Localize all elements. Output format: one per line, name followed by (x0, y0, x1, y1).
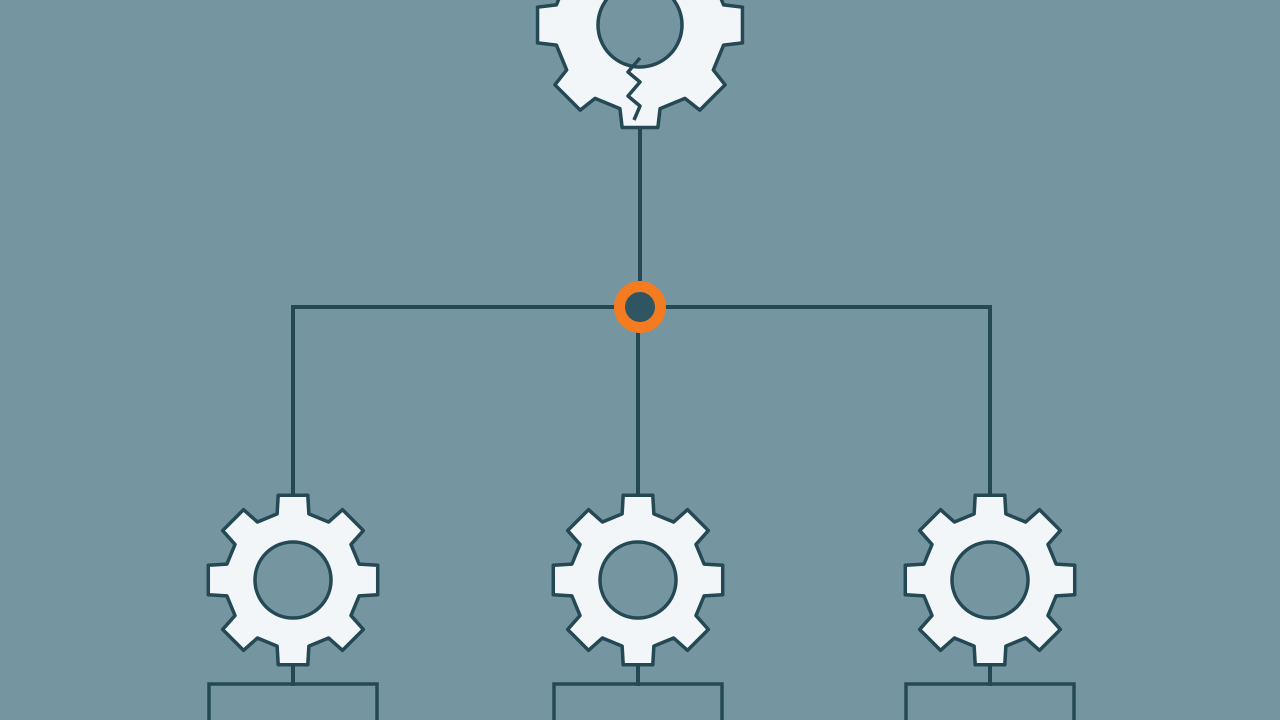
broken-gear-icon (535, 0, 745, 130)
child-box-2 (552, 682, 724, 720)
gear-nodes (206, 0, 1077, 667)
child-box-1 (207, 682, 379, 720)
gear-icon-right (903, 493, 1077, 667)
child-boxes (207, 682, 1076, 720)
junction-node (614, 281, 666, 333)
hub-center (625, 292, 655, 322)
gear-icon-left (206, 493, 380, 667)
crack-mark (626, 56, 642, 121)
gear-icon-center (551, 493, 725, 667)
child-box-3 (904, 682, 1076, 720)
